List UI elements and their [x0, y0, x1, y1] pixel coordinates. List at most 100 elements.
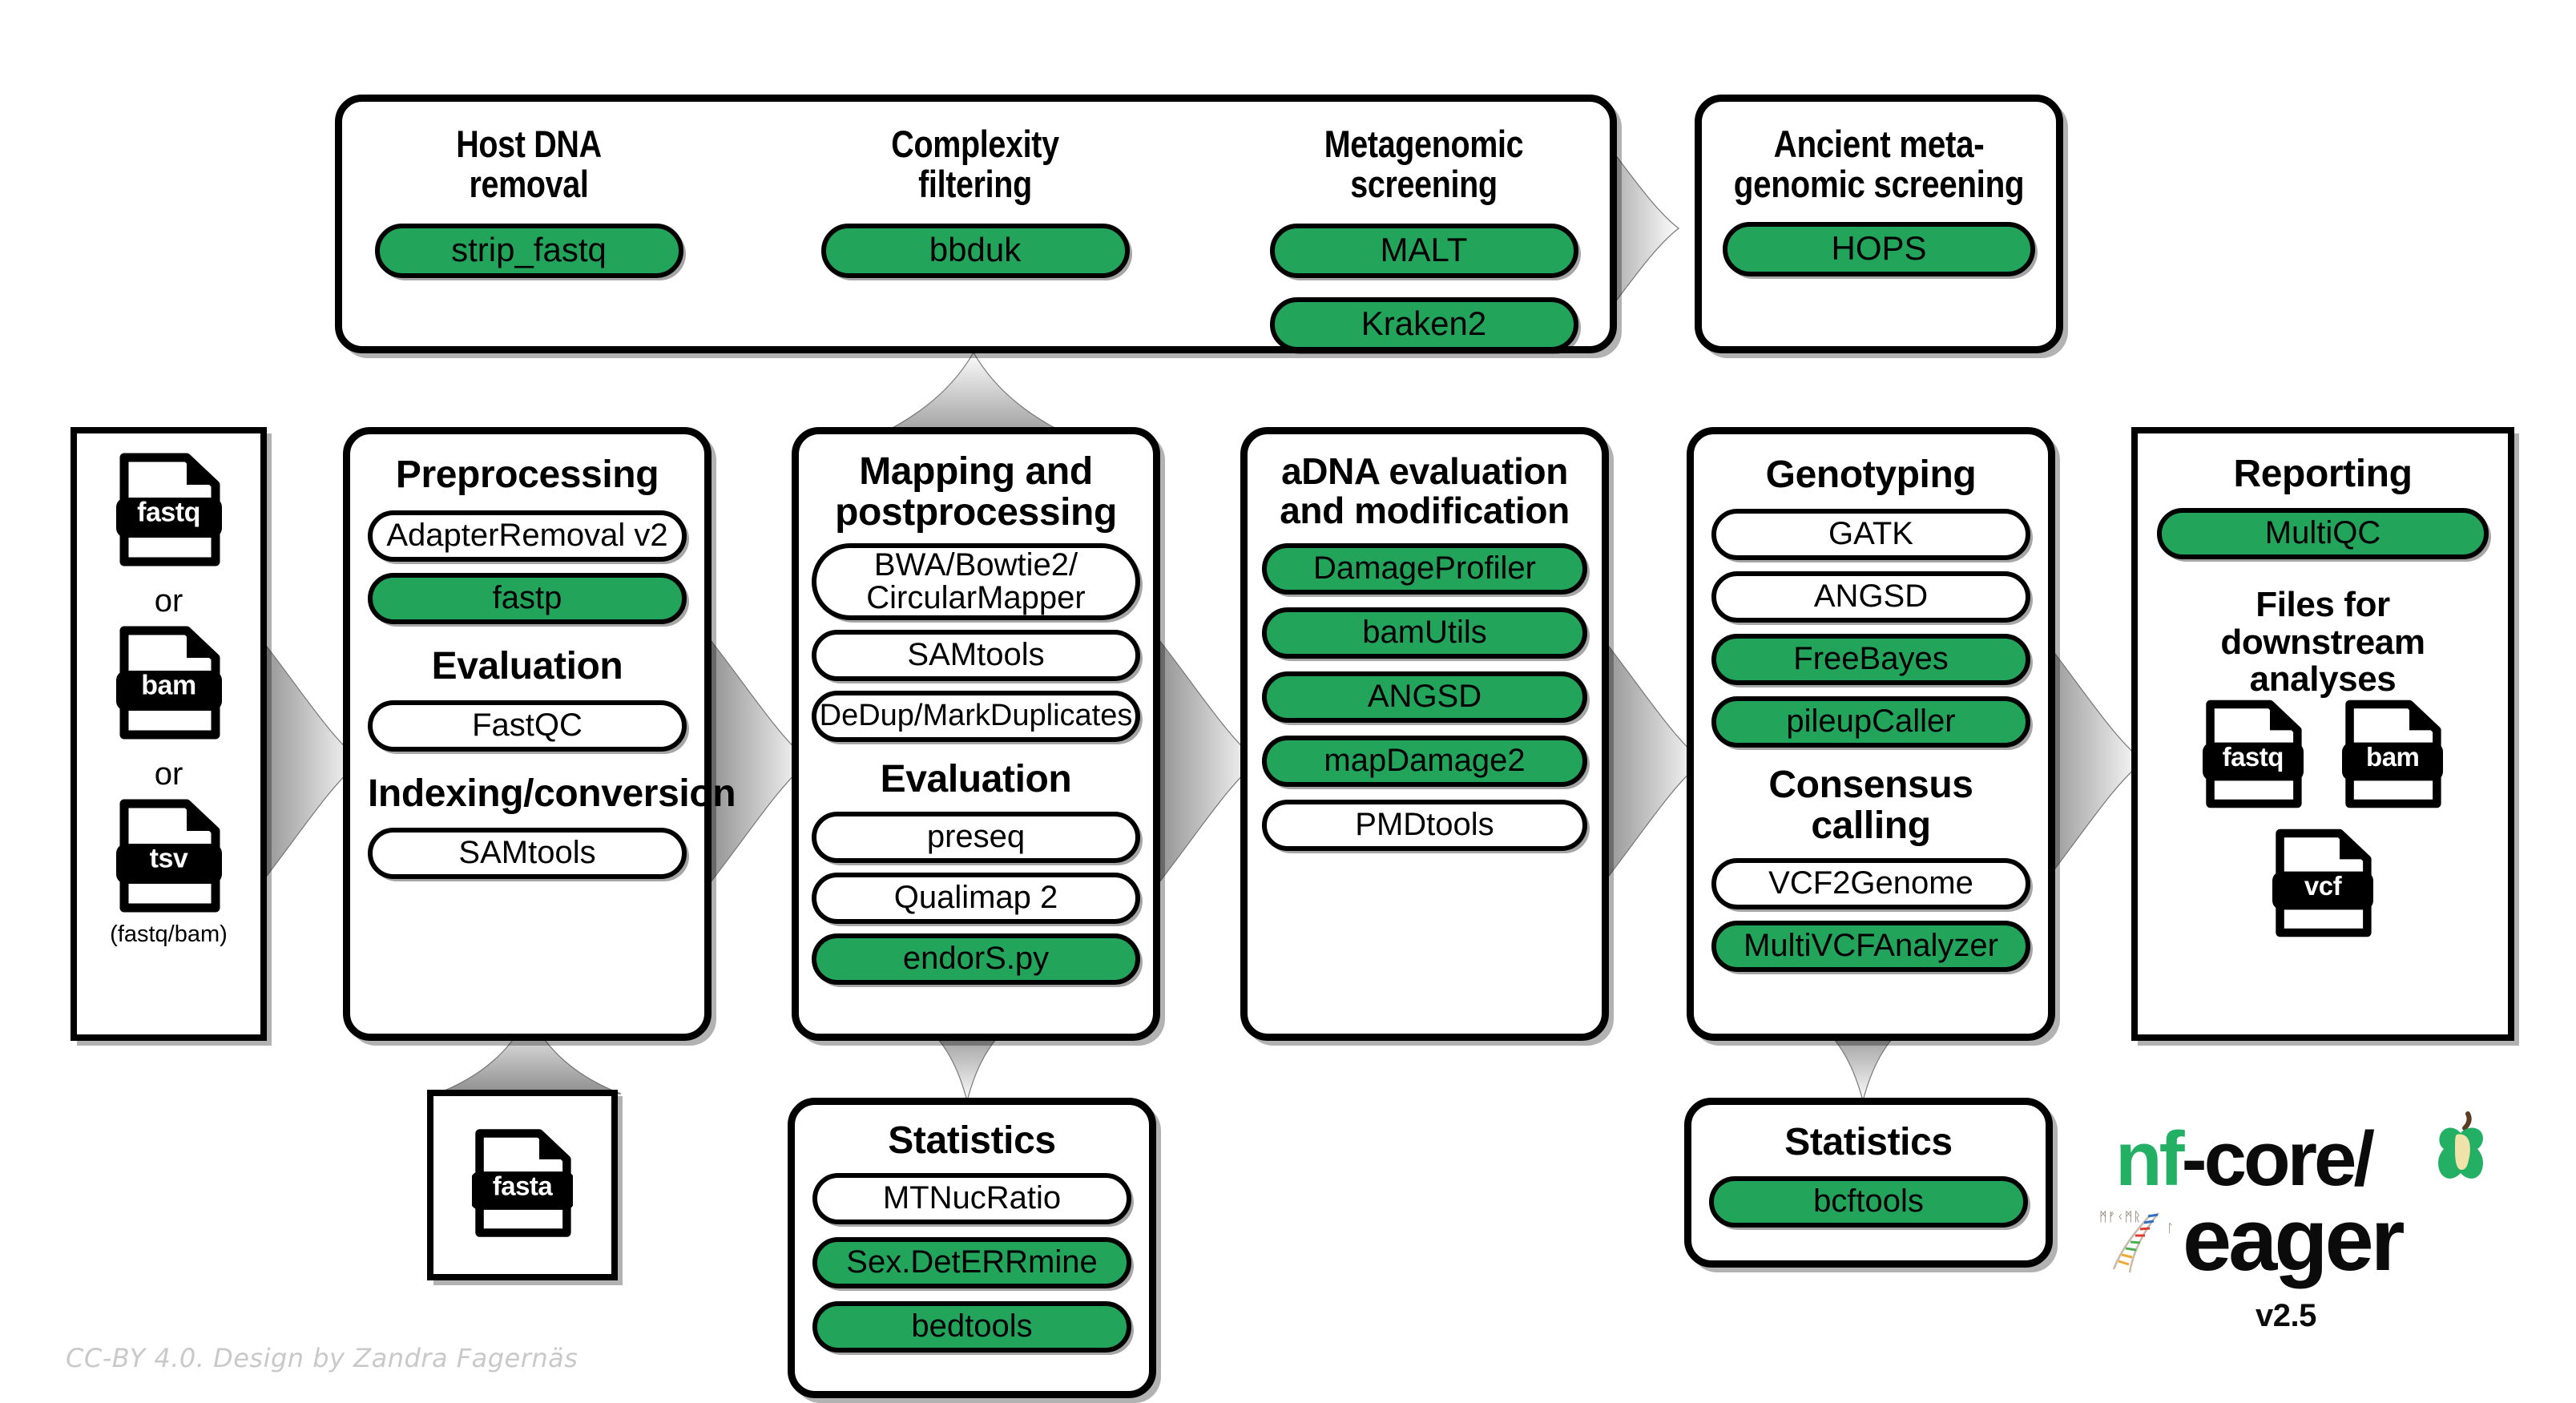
- tool-pill-pmdtools[interactable]: PMDtools: [1262, 799, 1587, 851]
- tool-pill-hops[interactable]: HOPS: [1723, 221, 2035, 276]
- group-heading-evaluation: Evaluation: [431, 644, 623, 687]
- tool-pill-bamutils[interactable]: bamUtils: [1262, 607, 1587, 659]
- tool-pill-angsd-genotyping[interactable]: ANGSD: [1711, 570, 2030, 623]
- tool-label: GATK: [1828, 516, 1913, 552]
- tool-label: SAMtools: [458, 835, 596, 871]
- tool-label: BWA/Bowtie2/ CircularMapper: [866, 546, 1086, 615]
- tool-label: VCF2Genome: [1768, 865, 1973, 901]
- panel-title: Metagenomic screening: [1324, 123, 1524, 205]
- svg-text:ᛗᚠᚲᛗᚱ: ᛗᚠᚲᛗᚱ: [2099, 1209, 2142, 1224]
- tool-label: MultiQC: [2264, 515, 2381, 551]
- tool-pill-malt[interactable]: MALT: [1269, 223, 1578, 278]
- file-bam-icon-output: bam: [2342, 698, 2444, 810]
- tool-pill-fastp[interactable]: fastp: [368, 572, 687, 624]
- tool-pill-fastqc[interactable]: FastQC: [368, 699, 687, 752]
- group-heading-evaluation-mapping: Evaluation: [880, 757, 1072, 800]
- tool-label: DeDup/MarkDuplicates: [819, 699, 1133, 733]
- file-fastq-icon: fastq: [115, 451, 222, 568]
- statistics-title: Statistics: [888, 1119, 1056, 1162]
- tool-pill-bcftools[interactable]: bcftools: [1709, 1175, 2028, 1228]
- tool-label: pileupCaller: [1786, 704, 1956, 740]
- tool-label: ANGSD: [1367, 679, 1482, 715]
- file-fastq-icon-output: fastq: [2202, 698, 2304, 810]
- panel-metagenomic-screening: Metagenomic screening MALT Kraken2: [1264, 124, 1584, 352]
- statistics-genotyping-box: Statistics bcftools: [1684, 1098, 2053, 1268]
- panel-host-dna-removal: Host DNA removal strip_fastq: [357, 124, 701, 278]
- tool-pill-bbduk[interactable]: bbduk: [820, 223, 1130, 278]
- tool-label: MALT: [1380, 231, 1468, 269]
- tool-pill-gatk[interactable]: GATK: [1711, 508, 2030, 560]
- tool-label: fastp: [492, 580, 562, 616]
- statistics-title: Statistics: [1784, 1121, 1953, 1163]
- tool-label: HOPS: [1831, 229, 1927, 268]
- stage-adna: aDNA evaluation and modification DamageP…: [1240, 427, 1609, 1041]
- file-ext-label: vcf: [2304, 871, 2342, 901]
- tool-label: bcftools: [1813, 1183, 1924, 1220]
- stage-title-preprocessing: Preprocessing: [395, 454, 659, 496]
- file-ext-label: tsv: [149, 843, 188, 874]
- tool-pill-kraken2[interactable]: Kraken2: [1269, 296, 1578, 352]
- tool-label: MultiVCFAnalyzer: [1744, 928, 1998, 964]
- tool-label: strip_fastq: [451, 231, 607, 269]
- tool-pill-freebayes[interactable]: FreeBayes: [1711, 633, 2030, 685]
- file-bam-icon: bam: [115, 624, 222, 741]
- file-ext-label: fastq: [137, 497, 200, 528]
- stage-title-adna: aDNA evaluation and modification: [1280, 450, 1570, 531]
- tool-pill-qualimap2[interactable]: Qualimap 2: [812, 872, 1140, 924]
- nf-core-eager-logo: nf-core/ ᛗᚠᚲᛗᚱ ᛚ eager v2.5: [2099, 1111, 2492, 1380]
- apple-core-icon: [2438, 1111, 2483, 1179]
- stage-mapping: Mapping and postprocessing BWA/Bowtie2/ …: [792, 427, 1160, 1041]
- tool-pill-bwa-bowtie2-circularmapper[interactable]: BWA/Bowtie2/ CircularMapper: [812, 542, 1140, 620]
- tool-label: DamageProfiler: [1313, 550, 1536, 587]
- tool-pill-bedtools[interactable]: bedtools: [812, 1300, 1131, 1353]
- stage-title-reporting: Reporting: [2233, 453, 2413, 495]
- tool-pill-samtools-mapping[interactable]: SAMtools: [812, 629, 1140, 681]
- file-ext-label: bam: [2366, 742, 2420, 772]
- tool-pill-angsd-adna[interactable]: ANGSD: [1262, 671, 1587, 723]
- tool-pill-mapdamage2[interactable]: mapDamage2: [1262, 735, 1587, 787]
- tool-label: bbduk: [929, 231, 1022, 269]
- panel-title: Host DNA removal: [456, 123, 602, 205]
- tool-pill-preseq[interactable]: preseq: [812, 811, 1140, 863]
- tool-pill-samtools-preproc[interactable]: SAMtools: [368, 827, 687, 879]
- stage-title-genotyping: Genotyping: [1765, 454, 1977, 496]
- tool-pill-vcf2genome[interactable]: VCF2Genome: [1711, 857, 2030, 909]
- downstream-files-heading: Files for downstream analyses: [2220, 584, 2425, 699]
- group-heading-consensus-calling: Consensus calling: [1768, 763, 1973, 847]
- tool-pill-sex-deterrmine[interactable]: Sex.DetERRmine: [812, 1236, 1131, 1288]
- tool-pill-endors-py[interactable]: endorS.py: [812, 933, 1140, 985]
- logo-core-text: -core/: [2181, 1116, 2375, 1202]
- file-ext-label: bam: [141, 670, 196, 701]
- ancient-screening-box: Ancient meta- genomic screening HOPS: [1695, 95, 2063, 353]
- logo-version: v2.5: [2256, 1298, 2316, 1333]
- tool-pill-multivcfanalyzer[interactable]: MultiVCFAnalyzer: [1711, 920, 2030, 972]
- tool-label: Sex.DetERRmine: [846, 1244, 1098, 1280]
- input-files-box: fastq or bam or tsv (fastq/bam): [71, 427, 267, 1041]
- file-fasta-icon: fasta: [472, 1127, 573, 1240]
- group-heading-indexing: Indexing/conversion: [368, 772, 736, 815]
- reference-fasta-box: fasta: [427, 1090, 618, 1280]
- tool-label: ANGSD: [1813, 579, 1929, 615]
- tool-pill-strip-fastq[interactable]: strip_fastq: [374, 223, 683, 278]
- statistics-mapping-box: Statistics MTNucRatio Sex.DetERRmine bed…: [788, 1098, 1156, 1398]
- tool-pill-adapterremoval[interactable]: AdapterRemoval v2: [368, 510, 687, 562]
- logo-eager-text: eager: [2183, 1191, 2405, 1289]
- logo-nf-core-text: nf-core/: [2115, 1115, 2375, 1203]
- tool-pill-pileupcaller[interactable]: pileupCaller: [1711, 695, 2030, 748]
- tool-label: SAMtools: [907, 637, 1045, 673]
- file-vcf-icon-output: vcf: [2272, 827, 2373, 939]
- file-ext-label: fasta: [492, 1171, 553, 1201]
- file-ext-label: fastq: [2222, 742, 2284, 772]
- tool-pill-multiqc[interactable]: MultiQC: [2157, 507, 2489, 559]
- stage-reporting: Reporting MultiQC Files for downstream a…: [2131, 427, 2514, 1041]
- tool-label: Qualimap 2: [893, 880, 1058, 916]
- tool-pill-damageprofiler[interactable]: DamageProfiler: [1262, 542, 1587, 595]
- tool-label: PMDtools: [1355, 807, 1494, 843]
- or-label-2: or: [154, 756, 183, 792]
- tool-label: AdapterRemoval v2: [386, 518, 668, 554]
- tool-pill-mtnucratio[interactable]: MTNucRatio: [812, 1172, 1131, 1224]
- ancient-screening-title: Ancient meta- genomic screening: [1733, 123, 2025, 205]
- optional-screening-container: Host DNA removal strip_fastq Complexity …: [335, 95, 1617, 353]
- tool-label: endorS.py: [902, 941, 1050, 977]
- tool-pill-dedup-markduplicates[interactable]: DeDup/MarkDuplicates: [812, 690, 1140, 742]
